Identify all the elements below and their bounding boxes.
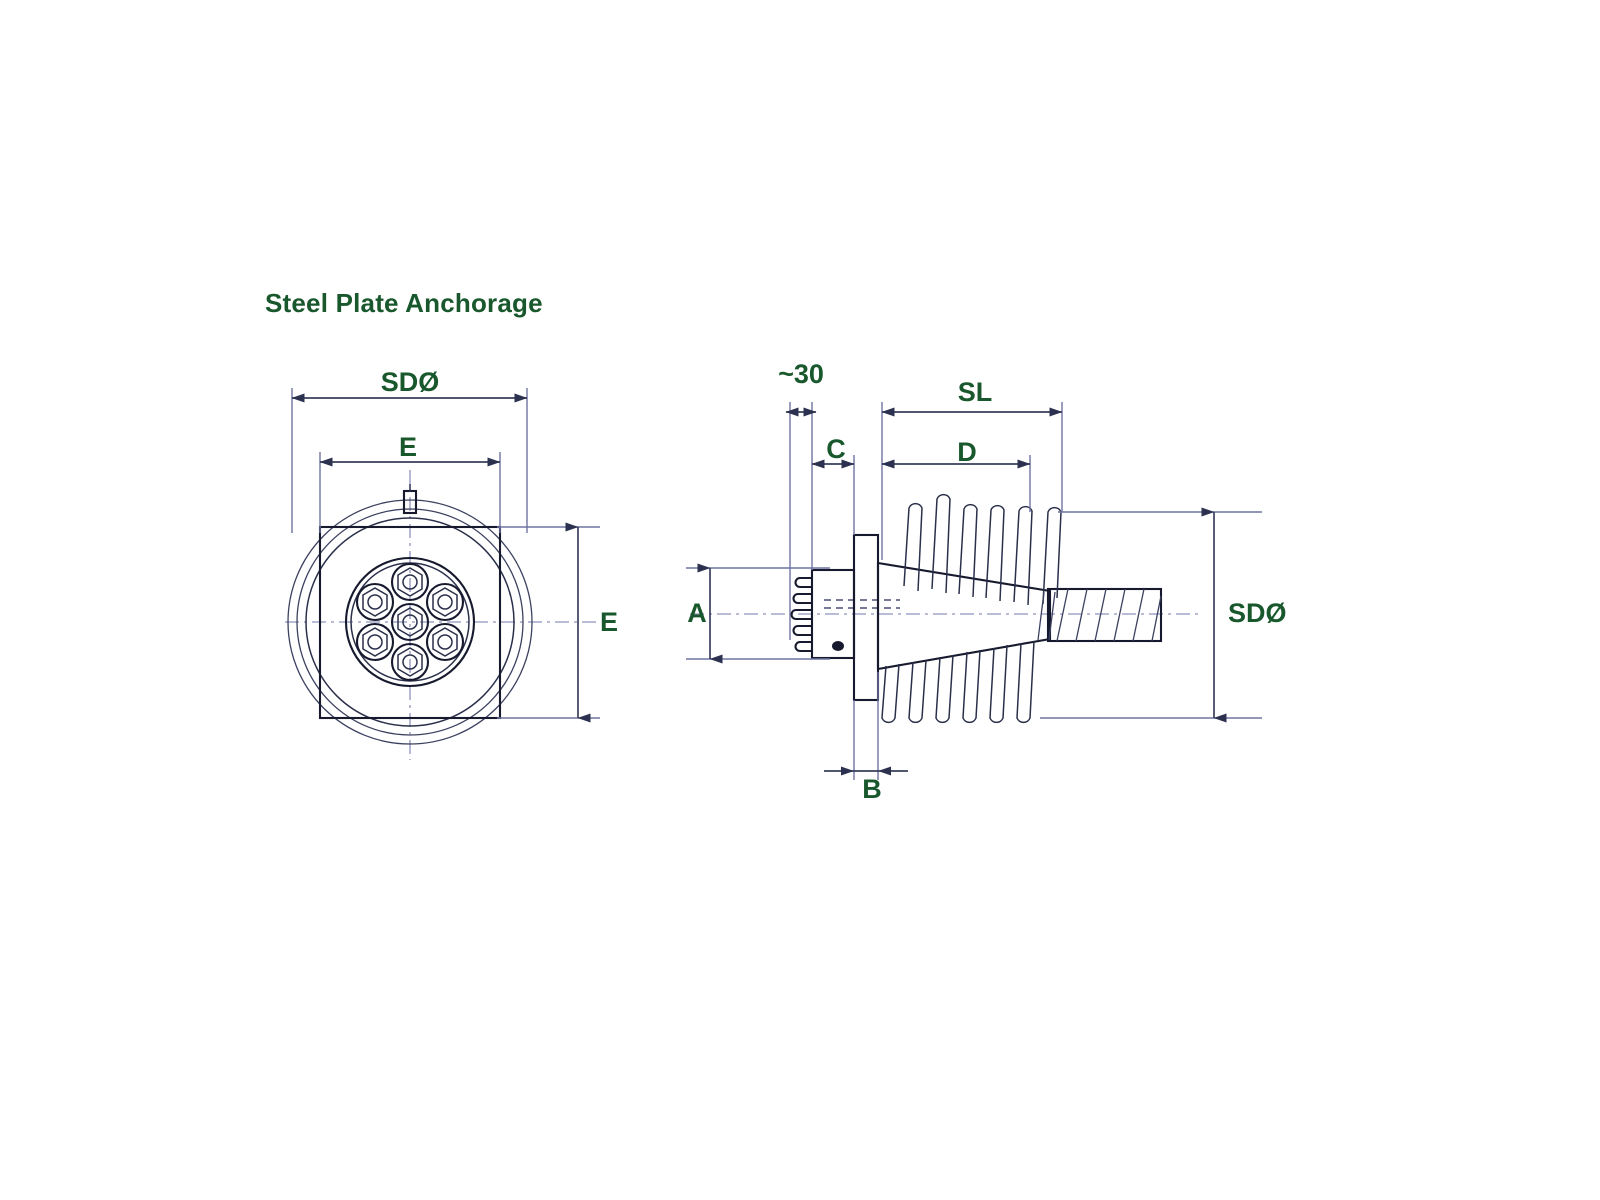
strand-stub — [792, 592, 812, 605]
spiral-inner-circle — [296, 508, 524, 736]
strand-hole — [390, 562, 430, 602]
dimension-label-sd-top: SDØ — [381, 367, 440, 397]
corrugated-duct — [1046, 587, 1163, 643]
strand-stub-group — [790, 576, 812, 653]
dimension-label-approx-30: ~30 — [778, 359, 824, 389]
strand-stub — [794, 576, 812, 589]
page-title: Steel Plate Anchorage — [265, 288, 543, 318]
dimension-label-a: A — [687, 598, 707, 628]
spiral-turn-upper — [931, 493, 951, 594]
dimension-label-e-top: E — [399, 432, 417, 462]
dimension-e-width-front: E — [319, 432, 501, 533]
strand-stub — [790, 608, 812, 621]
dimension-d: D — [881, 437, 1031, 512]
dimension-a: A — [686, 563, 830, 664]
strand-hole — [355, 582, 395, 622]
spiral-over-duct — [1037, 591, 1056, 641]
strand-hole — [425, 582, 465, 622]
dimension-label-e-right: E — [600, 607, 618, 637]
square-bearing-plate — [318, 525, 502, 720]
spiral-turn-lower — [1016, 640, 1035, 724]
grout-port-mark — [832, 641, 844, 651]
strand-hole — [355, 622, 395, 662]
dimension-sd-diameter-front: SDØ — [291, 367, 528, 533]
dimension-approx-30: ~30 — [778, 359, 824, 640]
spiral-turn-lower — [962, 649, 981, 724]
spiral-turn-lower — [881, 663, 900, 724]
anchor-head-circle — [344, 556, 476, 688]
spiral-turn-upper — [958, 503, 978, 598]
dimension-label-c: C — [826, 434, 846, 464]
dimension-label-sd-right: SDØ — [1228, 598, 1287, 628]
dimension-sl: SL — [881, 377, 1063, 560]
dimension-label-sl: SL — [958, 377, 993, 407]
spiral-turn-upper — [903, 502, 923, 592]
dimension-b-arrow-right — [878, 766, 891, 776]
strand-hole-group — [355, 562, 465, 682]
dimension-sd-diameter-side: SDØ — [1040, 507, 1287, 723]
side-section-view: ~30 C SL D — [686, 359, 1287, 804]
dimension-label-d: D — [957, 437, 977, 467]
front-elevation-view: SDØ E E — [285, 367, 618, 760]
grout-vent-nib — [402, 484, 418, 515]
strand-hole — [425, 622, 465, 662]
dimension-b: B — [824, 672, 908, 804]
strand-hole — [390, 642, 430, 682]
dimension-b-arrow-left — [841, 766, 854, 776]
spiral-outer-circle — [287, 499, 533, 745]
strand-stub — [792, 624, 812, 637]
spiral-turn-upper — [985, 504, 1005, 602]
dimension-e-height-front: E — [497, 522, 618, 723]
trumpet-circle — [305, 517, 515, 727]
spiral-turn-lower — [935, 654, 954, 724]
spiral-turn-lower — [989, 644, 1008, 724]
trumpet-cone — [877, 561, 1052, 671]
spiral-turn-lower — [908, 659, 927, 724]
dimension-label-b: B — [862, 774, 882, 804]
dimension-c: C — [811, 434, 855, 535]
spiral-reinforcement — [881, 493, 1062, 724]
strand-stub — [794, 640, 812, 653]
spiral-turn-upper — [1013, 505, 1033, 606]
strand-hole — [390, 602, 430, 642]
